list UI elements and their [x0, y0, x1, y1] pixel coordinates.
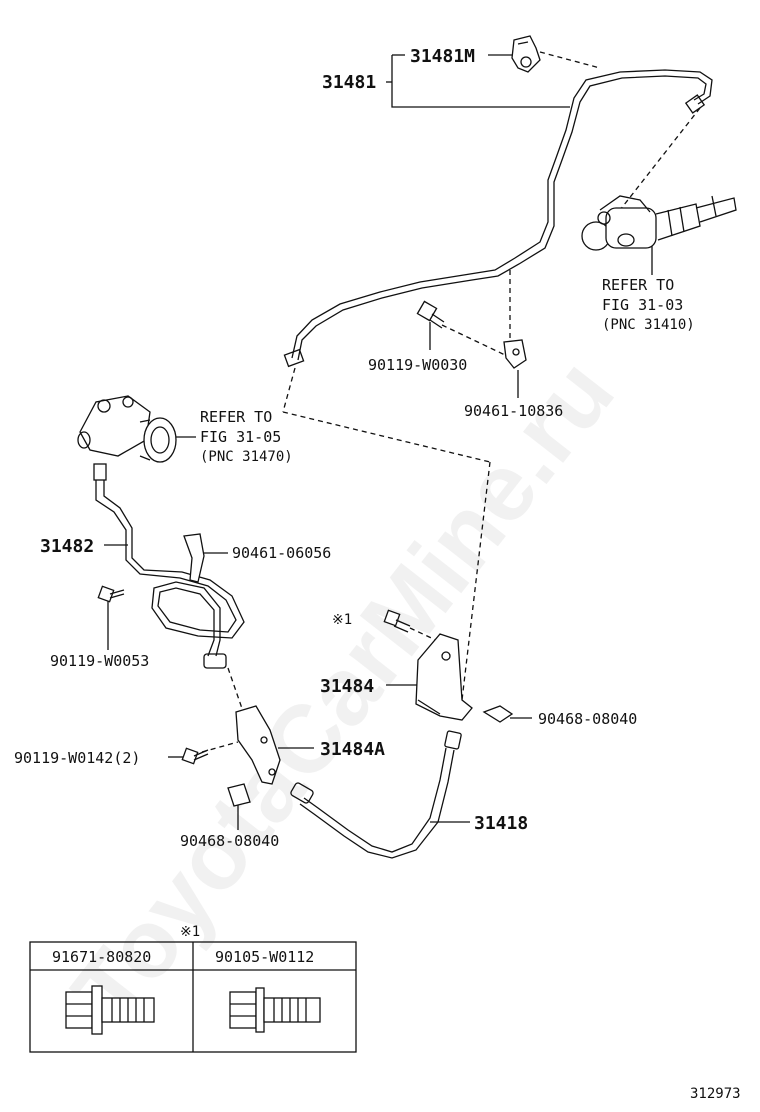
ref-release-line2: FIG 31-05 — [200, 428, 281, 446]
bolt-90119-W0142 — [181, 747, 209, 765]
label-31482: 31482 — [40, 536, 94, 557]
bolt-90119-W0030 — [416, 300, 445, 329]
release-cylinder — [77, 395, 177, 463]
ref-release-line3: (PNC 31470) — [200, 449, 293, 465]
label-31418: 31418 — [474, 813, 528, 834]
bolt-note1 — [383, 609, 411, 633]
label-leaders — [104, 54, 653, 830]
label-31481: 31481 — [322, 72, 376, 93]
label-31481M: 31481M — [410, 46, 475, 67]
clamp-90461-10836 — [503, 339, 527, 369]
table-col2-header: 90105-W0112 — [215, 948, 314, 966]
clamp-90461-06056 — [183, 533, 205, 583]
parts-table — [29, 941, 357, 1053]
label-90119-W0030: 90119-W0030 — [368, 356, 467, 374]
label-90119-W0142: 90119-W0142(2) — [14, 749, 140, 767]
bracket-31484A — [235, 705, 281, 785]
table-col1-header: 91671-80820 — [52, 948, 151, 966]
label-90468-08040-left: 90468-08040 — [180, 832, 279, 850]
clip-90468-08040-right — [482, 705, 514, 723]
clutch-pipe-31481 — [283, 69, 713, 368]
bolt-91671-80820-illustration — [65, 985, 155, 1035]
master-cylinder — [581, 195, 737, 251]
bolt-90119-W0053 — [97, 585, 125, 603]
label-31484A: 31484A — [320, 739, 385, 760]
table-note-mark: ※1 — [180, 924, 200, 940]
ref-master-line1: REFER TO — [602, 276, 674, 294]
label-90461-10836: 90461-10836 — [464, 402, 563, 420]
label-90468-08040-right: 90468-08040 — [538, 710, 637, 728]
bolt-90105-W0112-illustration — [229, 987, 321, 1033]
clip-90468-08040-left — [227, 783, 251, 807]
note-mark-bolt: ※1 — [332, 612, 352, 628]
ref-master-line3: (PNC 31410) — [602, 317, 695, 333]
ref-master-line2: FIG 31-03 — [602, 296, 683, 314]
bracket-31484 — [415, 633, 473, 721]
pipe-31482 — [93, 463, 245, 669]
figure-number: 312973 — [690, 1086, 741, 1102]
label-90461-06056: 90461-06056 — [232, 544, 331, 562]
labels-layer: 31481M 31481 REFER TO FIG 31-03 (PNC 314… — [14, 46, 741, 1102]
hose-31418 — [290, 730, 462, 859]
ref-release-line1: REFER TO — [200, 408, 272, 426]
label-31484: 31484 — [320, 676, 374, 697]
lines-layer — [29, 35, 737, 1053]
label-90119-W0053: 90119-W0053 — [50, 652, 149, 670]
clip-31481M — [511, 35, 541, 73]
